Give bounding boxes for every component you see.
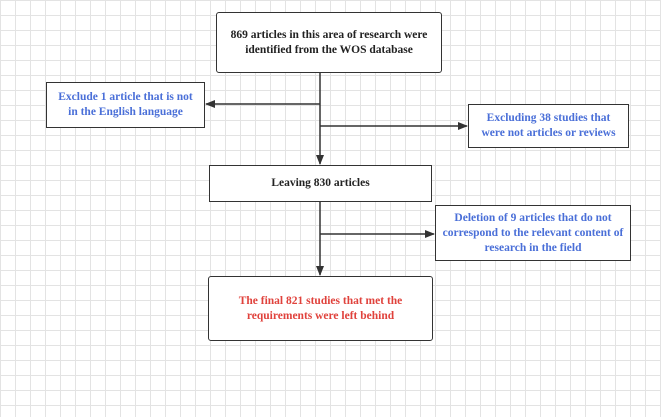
node-identified-articles-label: 869 articles in this area of research we… bbox=[230, 28, 428, 56]
node-exclude-type-label: Excluding 38 studies that were not artic… bbox=[481, 112, 616, 139]
node-identified-articles: 869 articles in this area of research we… bbox=[216, 12, 442, 73]
node-leaving-articles-label: Leaving 830 articles bbox=[271, 177, 370, 189]
node-deletion: Deletion of 9 articles that do not corre… bbox=[435, 205, 631, 261]
node-final-studies-label: The final 821 studies that met the requi… bbox=[238, 294, 403, 322]
node-exclude-language: Exclude 1 article that is not in the Eng… bbox=[46, 82, 205, 128]
node-final-studies: The final 821 studies that met the requi… bbox=[208, 276, 433, 341]
node-deletion-label: Deletion of 9 articles that do not corre… bbox=[442, 211, 624, 254]
node-exclude-type: Excluding 38 studies that were not artic… bbox=[468, 104, 629, 148]
node-exclude-language-label: Exclude 1 article that is not in the Eng… bbox=[58, 91, 193, 118]
node-leaving-articles: Leaving 830 articles bbox=[209, 165, 432, 202]
